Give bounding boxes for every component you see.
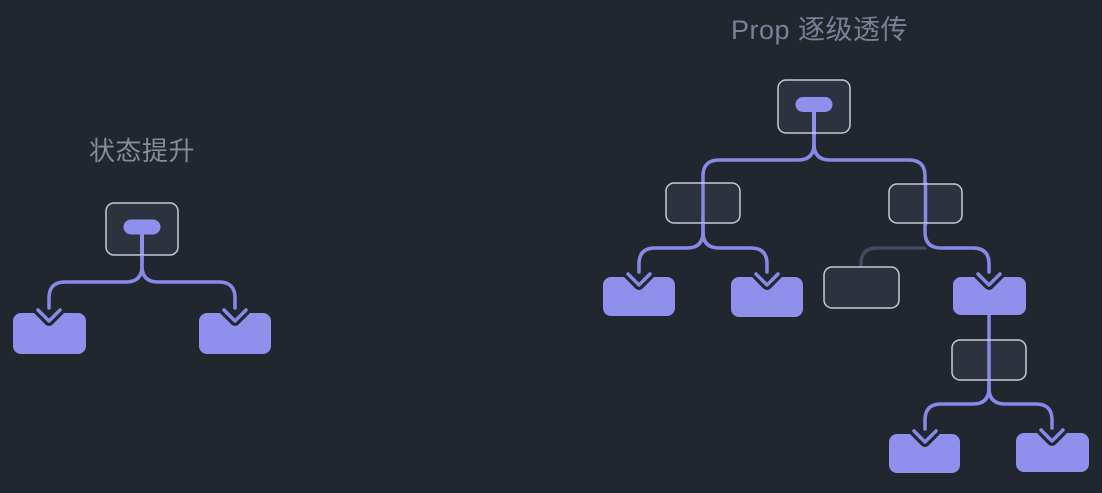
- diagram-state-lifting: [13, 202, 271, 354]
- node-intermediate-left: [665, 181, 741, 225]
- node-intermediate-right: [888, 182, 963, 225]
- node-leaf-right: [953, 277, 1026, 315]
- connectors-arrows: [33, 255, 251, 326]
- node-child-component-left: [13, 313, 86, 354]
- node-root-component: [105, 202, 179, 257]
- node-root-component: [777, 79, 851, 135]
- nodes: [603, 79, 1089, 473]
- node-leaf-bottom-1: [889, 434, 960, 473]
- node-sibling-dark: [823, 266, 900, 309]
- node-leaf-bottom-2: [1016, 433, 1089, 472]
- connectors-arrows: [623, 223, 1068, 447]
- nodes: [13, 202, 271, 354]
- diagram-prop-drilling: [603, 79, 1089, 473]
- node-leaf-left-1: [603, 277, 675, 316]
- diagram-title-state-lifting: 状态提升: [89, 136, 196, 166]
- node-leaf-left-2: [731, 277, 803, 317]
- state-pill: [123, 219, 161, 235]
- connectors-under: [701, 131, 991, 394]
- node-child-component-right: [199, 313, 271, 354]
- state-pill: [795, 97, 833, 112]
- diagram-title-prop-drilling: Prop 逐级透传: [731, 15, 909, 45]
- node-intermediate-deep: [951, 338, 1027, 382]
